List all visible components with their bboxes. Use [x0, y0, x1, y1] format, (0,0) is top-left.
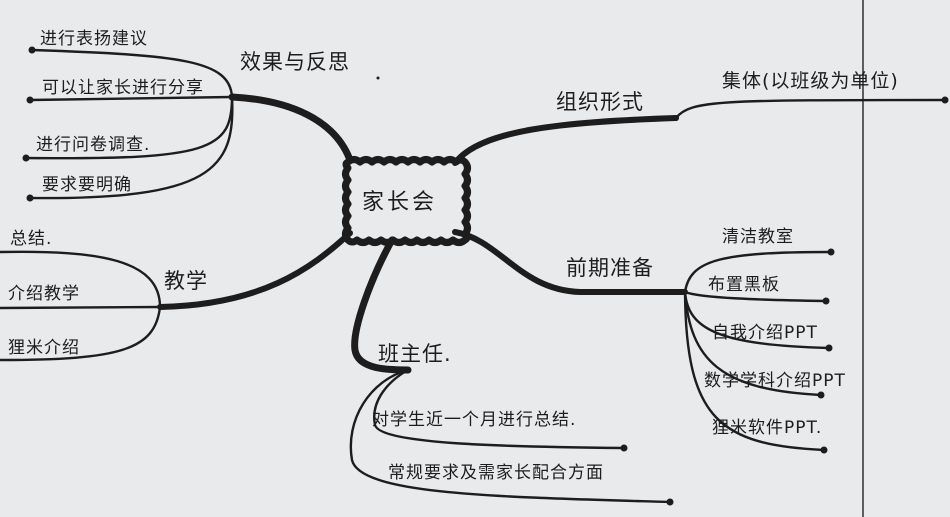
branch-prep-label: 前期准备: [566, 256, 654, 280]
center-node-frame: [342, 156, 471, 246]
teacher-item-2: 常规要求及需家长配合方面: [388, 463, 604, 483]
branch-teaching-label: 教学: [164, 269, 208, 293]
sub-branches: [0, 48, 947, 504]
teaching-item-1: 总结.: [10, 229, 53, 249]
effect-item-1: 进行表扬建议: [40, 29, 148, 49]
teacher-item-1: 对学生近一个月进行总结.: [372, 410, 577, 430]
branch-form: [452, 115, 679, 166]
effect-item-3: 进行问卷调查.: [36, 135, 151, 155]
branch-effect: [228, 93, 354, 164]
center-node-label: 家长会: [362, 190, 438, 215]
effect-item-2: 可以让家长进行分享: [42, 78, 204, 98]
prep-item-1: 清洁教室: [722, 227, 794, 247]
branch-teacher-label: 班主任.: [378, 342, 452, 366]
teaching-item-2: 介绍教学: [8, 284, 80, 304]
effect-item-4: 要求要明确: [42, 175, 132, 195]
prep-item-3: 自我介绍PPT: [712, 323, 818, 343]
prep-item-5: 狸米软件PPT.: [712, 418, 823, 438]
form-item-1: 集体(以班级为单位): [722, 70, 899, 92]
branch-form-label: 组织形式: [556, 90, 644, 114]
main-branches: [157, 93, 688, 374]
branch-prep: [452, 229, 688, 295]
branch-teaching: [157, 230, 353, 310]
branch-effect-label: 效果与反思: [240, 50, 350, 74]
branch-teacher: [351, 236, 412, 374]
teaching-item-3: 狸米介绍: [8, 338, 80, 358]
prep-item-4: 数学学科介绍PPT: [704, 371, 846, 391]
prep-item-2: 布置黑板: [708, 275, 780, 295]
endpoint-dots: [22, 46, 949, 506]
